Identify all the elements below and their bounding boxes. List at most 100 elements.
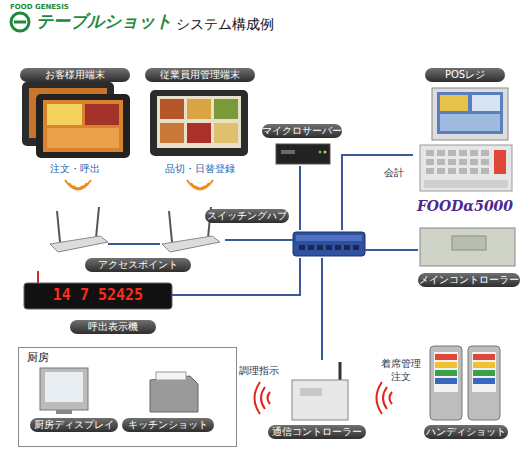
led	[324, 151, 327, 154]
monitor-stand	[56, 410, 72, 414]
kitchen-device: 厨房ディスプレイ	[26, 365, 126, 437]
key	[448, 159, 456, 165]
display-node: 14 7 52425呼出表示機	[24, 282, 172, 334]
device-label: 呼出表示機	[70, 320, 156, 334]
device-label: メインコントローラー	[418, 273, 520, 287]
screen-tile	[473, 378, 495, 384]
antenna	[57, 211, 60, 242]
network-cable	[299, 166, 301, 230]
hub-ports	[299, 245, 359, 250]
keypad	[426, 150, 489, 174]
kitchen-monitor	[40, 368, 88, 410]
screen-tile	[85, 104, 119, 125]
ap-link	[108, 243, 160, 245]
node-text: 注文・呼出	[18, 162, 132, 176]
key	[426, 159, 434, 165]
kitchen-screen	[45, 372, 83, 402]
key	[459, 159, 467, 165]
key	[459, 168, 467, 174]
port	[326, 245, 332, 250]
screen-tile	[214, 99, 238, 119]
pos-body	[420, 145, 512, 191]
screen-tile	[47, 128, 119, 148]
controller-node: メインコントローラー	[418, 222, 520, 287]
edge-label: 会計	[380, 166, 408, 179]
wave	[383, 387, 387, 409]
pos-screen	[437, 92, 503, 134]
device-label: アクセスポイント	[85, 258, 191, 272]
screen-tile	[435, 354, 457, 360]
key	[437, 159, 445, 165]
device-label: 厨房ディスプレイ	[30, 418, 118, 432]
free-label: 着席管理 注文	[376, 357, 426, 383]
screen-tile	[440, 95, 468, 111]
key	[494, 150, 506, 174]
screen-tile	[187, 99, 211, 119]
comm-node: 通信コントローラー	[268, 360, 366, 440]
network-cable	[365, 249, 418, 251]
node-text: 厨房	[27, 351, 67, 365]
handy-node: ハンディショット	[422, 343, 510, 440]
wave	[390, 392, 393, 404]
screen-tile	[440, 114, 500, 131]
micro-server	[276, 144, 330, 164]
port	[308, 245, 314, 250]
key	[426, 150, 434, 156]
pos-monitor	[432, 88, 508, 140]
handy-screen	[472, 352, 496, 392]
access-point-node: アクセスポイント	[45, 205, 225, 273]
screen-tile	[435, 370, 457, 376]
antenna	[169, 211, 172, 242]
screen-tile	[473, 362, 495, 368]
tablet-body	[150, 90, 248, 156]
kitchen-group: 厨房厨房ディスプレイキッチンショット	[18, 347, 237, 447]
wave	[377, 382, 383, 414]
key	[481, 168, 489, 174]
screen-tile	[160, 99, 184, 119]
logo-mark	[14, 21, 26, 24]
terminal-group: お客様用端末注文・呼出	[18, 66, 132, 176]
tablet-screen	[43, 100, 123, 152]
device-label: 通信コントローラー	[268, 425, 366, 439]
key	[448, 150, 456, 156]
key	[481, 159, 489, 165]
wave	[261, 387, 265, 409]
server-node: マイクロサーバー	[262, 122, 342, 166]
screen-tile	[187, 123, 211, 143]
device-label: キッチンショット	[122, 418, 214, 432]
screen-tile	[472, 95, 500, 111]
logo-mark	[11, 13, 29, 31]
handy-terminal	[468, 346, 500, 420]
key	[437, 150, 445, 156]
port	[317, 245, 323, 250]
wave	[65, 180, 91, 190]
port	[299, 245, 305, 250]
network-cable	[321, 258, 323, 360]
wireless-mark	[255, 382, 393, 414]
antenna	[37, 271, 39, 283]
key	[470, 168, 478, 174]
controller-plate	[300, 388, 322, 396]
title-text: システム構成例	[176, 15, 274, 33]
handy-terminal	[430, 346, 462, 420]
drawer	[424, 180, 508, 188]
key	[426, 168, 434, 174]
device-label: 従業員用管理端末	[145, 68, 255, 82]
switching-hub	[293, 232, 365, 256]
kitchen-device: キッチンショット	[118, 365, 218, 437]
wave	[187, 180, 213, 190]
screen-tile	[435, 378, 457, 384]
screen-tile	[214, 123, 238, 143]
hub-face	[296, 235, 362, 241]
device-label: マイクロサーバー	[262, 124, 342, 138]
node-text: 品切・日替登録	[143, 162, 257, 176]
printer-paper	[156, 372, 186, 380]
device-label: ハンディショット	[424, 425, 508, 439]
controller-plate	[452, 236, 486, 250]
access-point	[50, 236, 108, 252]
tablet-screen	[157, 96, 241, 148]
tablet-body	[36, 94, 130, 158]
main-controller	[420, 228, 515, 266]
wave	[268, 392, 271, 404]
